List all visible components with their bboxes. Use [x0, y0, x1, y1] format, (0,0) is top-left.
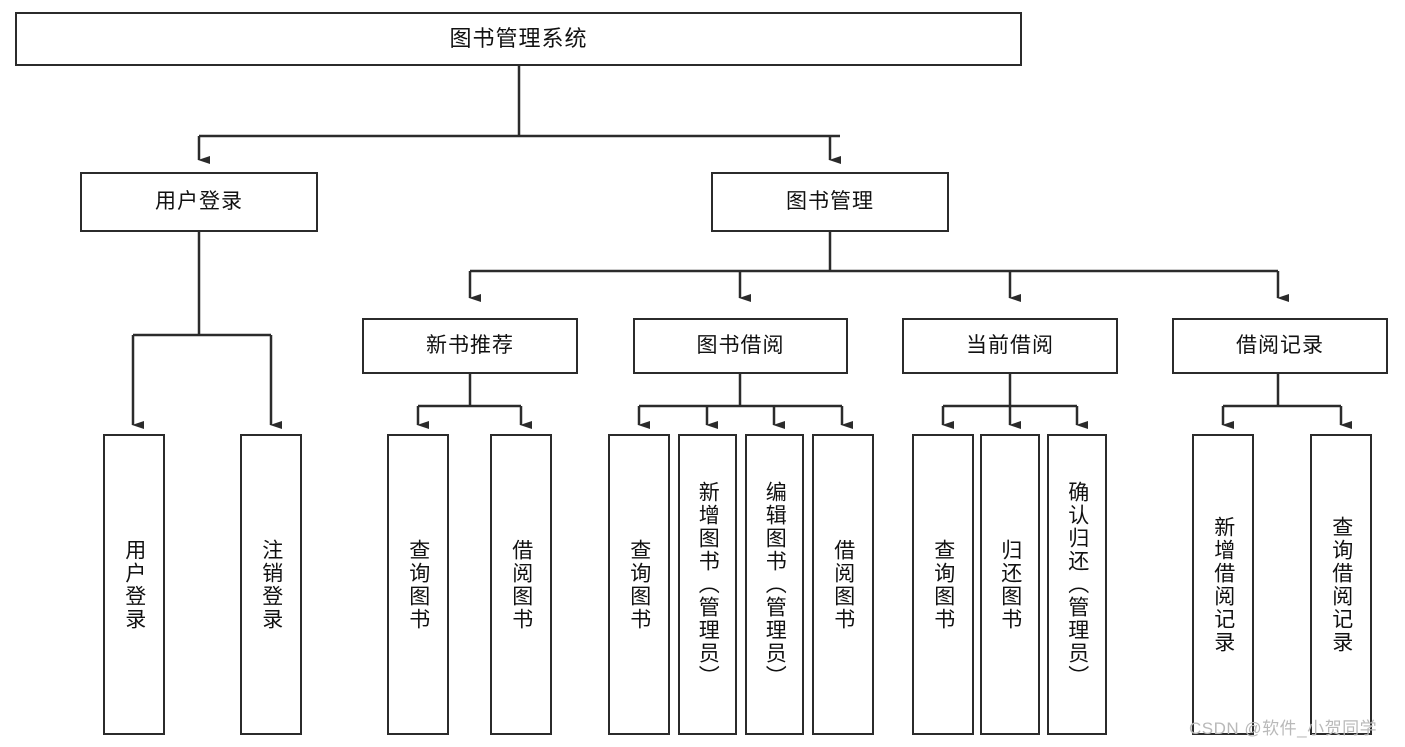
leaf-user-login-logout[interactable]: 注销登录	[240, 434, 302, 735]
leaf-recommend-query-book[interactable]: 查询图书	[387, 434, 449, 735]
leaf-recommend-borrow-book[interactable]: 借阅图书	[490, 434, 552, 735]
node-current-borrow[interactable]: 当前借阅	[902, 318, 1118, 374]
leaf-record-query-borrow-record[interactable]: 查询借阅记录	[1310, 434, 1372, 735]
leaf-current-return-book[interactable]: 归还图书	[980, 434, 1040, 735]
leaf-current-confirm-return-admin[interactable]: 确认归还（管理员）	[1047, 434, 1107, 735]
node-root-book-management-system[interactable]: 图书管理系统	[15, 12, 1022, 66]
leaf-record-add-borrow-record[interactable]: 新增借阅记录	[1192, 434, 1254, 735]
node-new-book-recommend[interactable]: 新书推荐	[362, 318, 578, 374]
leaf-borrow-edit-book-admin[interactable]: 编辑图书（管理员）	[745, 434, 804, 735]
leaf-borrow-borrow-book[interactable]: 借阅图书	[812, 434, 874, 735]
leaf-user-login-login[interactable]: 用户登录	[103, 434, 165, 735]
node-book-management[interactable]: 图书管理	[711, 172, 949, 232]
leaf-borrow-query-book[interactable]: 查询图书	[608, 434, 670, 735]
node-user-login[interactable]: 用户登录	[80, 172, 318, 232]
node-book-borrow[interactable]: 图书借阅	[633, 318, 848, 374]
leaf-borrow-add-book-admin[interactable]: 新增图书（管理员）	[678, 434, 737, 735]
node-borrow-record[interactable]: 借阅记录	[1172, 318, 1388, 374]
csdn-watermark: CSDN @软件_小贺同学	[1189, 719, 1378, 738]
leaf-current-query-book[interactable]: 查询图书	[912, 434, 974, 735]
